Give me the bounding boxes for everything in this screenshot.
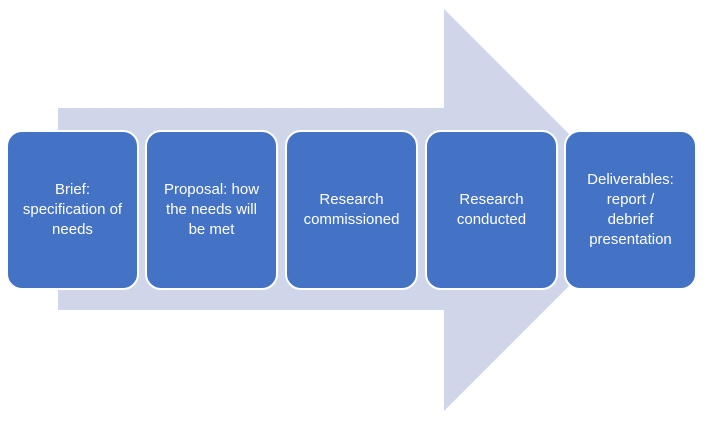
step-brief-label: Brief: specification of needs <box>22 181 123 238</box>
step-research-conducted: Research conducted <box>425 130 558 290</box>
step-brief: Brief: specification of needs <box>6 130 139 290</box>
step-research-commissioned: Research commissioned <box>285 130 418 290</box>
step-research-commissioned-label: Research commissioned <box>303 191 400 228</box>
step-deliverables-label: Deliverables: report / debrief presentat… <box>587 171 674 248</box>
step-proposal-label: Proposal: how the needs will be met <box>163 181 260 238</box>
step-proposal: Proposal: how the needs will be met <box>145 130 278 290</box>
step-deliverables: Deliverables: report / debrief presentat… <box>564 130 697 290</box>
step-research-conducted-label: Research conducted <box>456 191 527 228</box>
